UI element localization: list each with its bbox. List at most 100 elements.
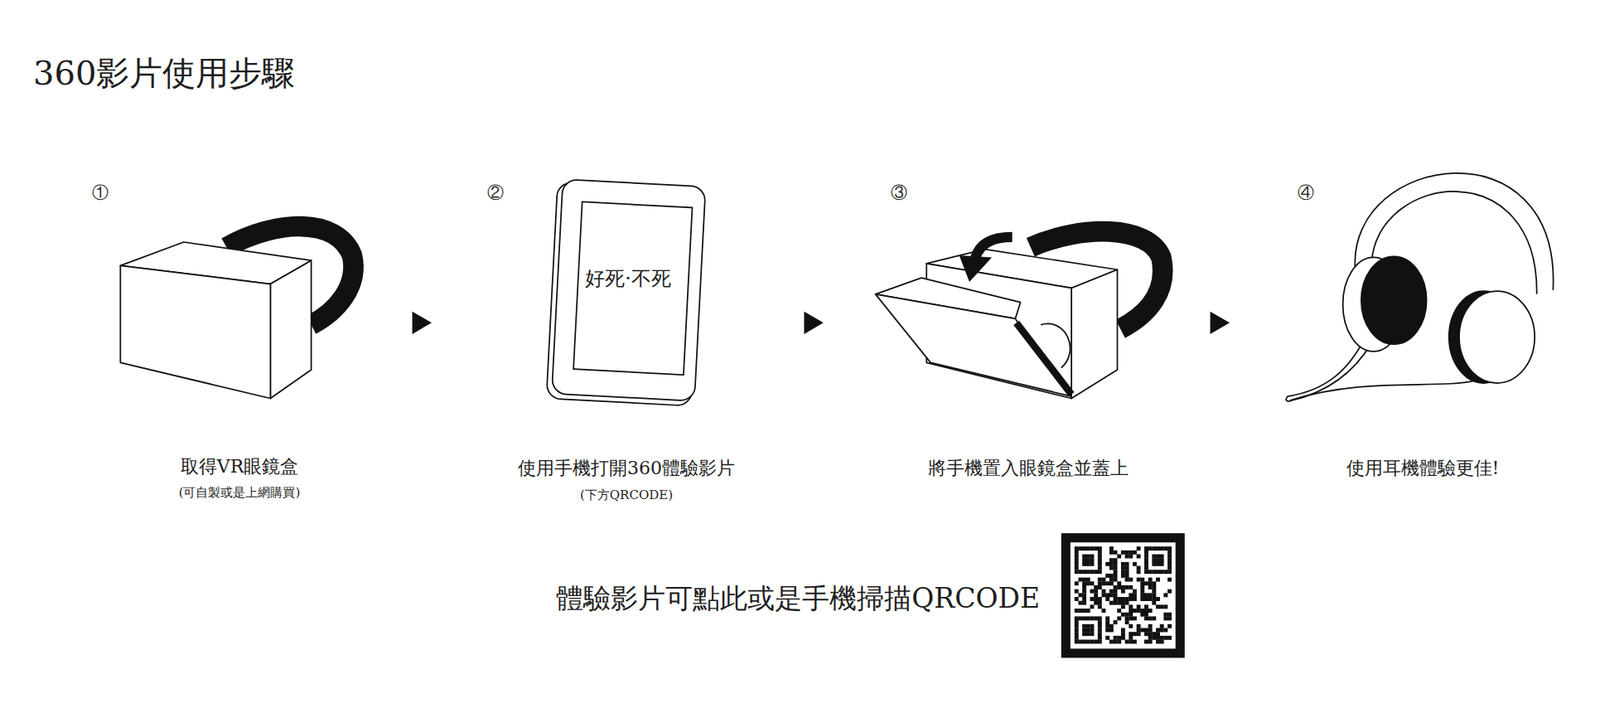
qr-module	[1155, 631, 1161, 636]
qr-module	[1121, 573, 1126, 578]
qr-module	[1109, 627, 1114, 632]
qr-module	[1077, 639, 1083, 644]
qr-module	[1089, 631, 1094, 636]
qr-module	[1086, 577, 1091, 582]
qr-module	[1148, 569, 1153, 574]
qr-module	[1125, 615, 1130, 620]
qr-module	[1086, 639, 1091, 644]
qr-module	[1113, 589, 1118, 594]
qr-module	[1113, 550, 1118, 555]
qr-module	[1167, 565, 1172, 571]
qr-module	[1105, 619, 1110, 624]
qr-module	[1163, 627, 1168, 632]
qr-module	[1132, 631, 1137, 636]
qr-module	[1105, 596, 1110, 601]
headphones-icon	[1285, 173, 1554, 402]
qr-module	[1074, 615, 1079, 620]
vr-box-icon	[120, 226, 353, 398]
qr-module	[1116, 600, 1122, 605]
qr-module	[1074, 619, 1079, 624]
qr-module	[1136, 604, 1141, 609]
qr-module	[1140, 589, 1145, 594]
qr-module	[1109, 623, 1114, 629]
qr-module	[1167, 589, 1172, 594]
qr-module	[1086, 631, 1091, 636]
qr-module	[1136, 546, 1141, 551]
qr-module	[1109, 550, 1114, 555]
qr-module	[1077, 577, 1083, 582]
qr-module	[1113, 561, 1118, 566]
qr-module	[1136, 608, 1141, 613]
qr-module	[1125, 565, 1130, 571]
callout-number: ③	[890, 182, 908, 203]
qr-module	[1136, 577, 1141, 582]
qr-module	[1105, 561, 1110, 566]
qr-module	[1148, 546, 1153, 551]
callout-number: ④	[1297, 182, 1315, 203]
qr-module	[1160, 623, 1165, 629]
qr-module	[1105, 615, 1110, 620]
qr-module	[1144, 569, 1149, 574]
qr-module	[1128, 596, 1133, 601]
qr-module	[1097, 557, 1103, 562]
qr-module	[1151, 589, 1156, 594]
qr-module	[1155, 577, 1161, 582]
qr-module	[1155, 635, 1161, 640]
qr-module	[1128, 631, 1133, 636]
qr-module	[1093, 615, 1098, 620]
qr-module	[1086, 615, 1091, 620]
qr-module	[1102, 580, 1107, 585]
qr-module	[1128, 584, 1133, 590]
qr-module	[1125, 577, 1130, 582]
qr-module	[1128, 608, 1133, 613]
qr-module	[1086, 580, 1091, 585]
qr-module	[1113, 573, 1118, 578]
qr-module	[1105, 580, 1110, 585]
qr-module	[1089, 627, 1094, 632]
qr-module	[1151, 596, 1156, 601]
qr-module	[1082, 546, 1087, 551]
step-note: (下方QRCODE)	[580, 487, 673, 503]
qr-module	[1148, 592, 1153, 597]
qr-module	[1074, 569, 1079, 574]
qr-module	[1121, 596, 1126, 601]
qr-module	[1093, 596, 1098, 601]
qr-module	[1074, 557, 1079, 562]
qr-module	[1086, 554, 1091, 559]
qr-module	[1163, 615, 1168, 620]
qr-module	[1163, 569, 1168, 574]
qr-module	[1167, 635, 1172, 640]
qr-module	[1074, 623, 1079, 629]
qr-module	[1113, 577, 1118, 582]
qr-module	[1082, 596, 1087, 601]
qr-module	[1163, 546, 1168, 551]
qr-module	[1102, 589, 1107, 594]
qr-module	[1132, 608, 1137, 613]
qr-module	[1113, 592, 1118, 597]
step-arrow	[1210, 311, 1230, 334]
qr-module	[1113, 557, 1118, 562]
qr-module	[1097, 623, 1103, 629]
qr-module	[1097, 619, 1103, 624]
qr-module	[1121, 565, 1126, 571]
qr-module	[1136, 554, 1141, 559]
qr-module	[1136, 631, 1141, 636]
qr-module	[1097, 631, 1103, 636]
qr-module	[1167, 557, 1172, 562]
qr-module	[1148, 596, 1153, 601]
qr-module	[1086, 608, 1091, 613]
qr-module	[1128, 639, 1133, 644]
step-caption: 使用手機打開360體驗影片	[517, 457, 735, 479]
qr-module	[1128, 615, 1133, 620]
qr-module	[1151, 557, 1156, 562]
qr-module	[1160, 561, 1165, 566]
qr-module	[1116, 580, 1122, 585]
qr-module	[1148, 639, 1153, 644]
qr-module	[1074, 561, 1079, 566]
screen-title: 好死·不死	[584, 266, 672, 291]
qr-module	[1097, 550, 1103, 555]
qr-module	[1144, 561, 1149, 566]
qr-module	[1128, 550, 1133, 555]
qr-module	[1125, 612, 1130, 617]
qr-module	[1151, 600, 1156, 605]
